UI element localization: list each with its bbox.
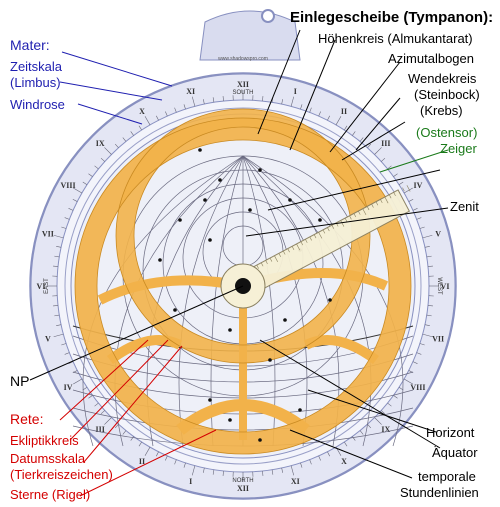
dial-north: NORTH <box>232 478 253 484</box>
roman-numerals: XIIIIIIIIIVVVIVIIVIIIIXXXIXIIIIIIIIIVVVI… <box>37 80 450 493</box>
roman-numeral: IV <box>413 181 422 190</box>
label-temporale: temporale <box>418 469 476 484</box>
roman-numeral: VII <box>42 230 54 239</box>
hanging-ring <box>261 9 275 23</box>
limbus-ticks <box>47 90 439 482</box>
roman-numeral: XII <box>237 484 249 493</box>
label-steinbock: (Steinbock) <box>414 87 480 102</box>
star-dot <box>218 178 222 182</box>
label-tierkreiszeichen: (Tierkreiszeichen) <box>10 467 113 482</box>
roman-numeral: XI <box>291 477 300 486</box>
label-stundenlinien: Stundenlinien <box>400 485 479 500</box>
star-dot <box>288 198 292 202</box>
roman-numeral: VIII <box>410 383 425 392</box>
azimuth-arc <box>178 155 244 447</box>
dial-east: EAST <box>44 278 50 294</box>
roman-numeral: IV <box>64 383 73 392</box>
label-zenit: Zenit <box>450 199 479 214</box>
azimuth-arc <box>242 155 308 447</box>
roman-numeral: III <box>95 425 104 434</box>
star-dot <box>228 328 232 332</box>
star-dot <box>248 208 252 212</box>
label-wendekreis: Wendekreis <box>408 71 477 86</box>
roman-numeral: I <box>294 87 297 96</box>
star-dot <box>178 218 182 222</box>
title-einlegescheibe: Einlegescheibe (Tympanon): <box>290 9 494 26</box>
dial-watermark: www.shadowspro.com <box>218 56 268 62</box>
label-aequator: Äquator <box>432 445 478 460</box>
roman-numeral: V <box>45 334 51 343</box>
roman-numeral: VI <box>37 282 46 291</box>
star-dot <box>298 408 302 412</box>
star-dot <box>258 168 262 172</box>
star-dot <box>208 398 212 402</box>
label-zeiger: Zeiger <box>440 141 477 156</box>
mater-throne <box>199 10 301 61</box>
label-datumsskala: Datumsskala <box>10 451 86 466</box>
star-dot <box>268 358 272 362</box>
label-limbus: (Limbus) <box>10 75 61 90</box>
label-sterne: Sterne (Rigel) <box>10 487 91 502</box>
leader-lines-black <box>29 29 449 479</box>
label-krebs: (Krebs) <box>420 103 463 118</box>
windrose-ring <box>64 107 422 465</box>
roman-numeral: IX <box>96 139 105 148</box>
star-dot <box>208 238 212 242</box>
roman-numeral: X <box>341 457 347 466</box>
label-ekliptikkreis: Ekliptikkreis <box>10 433 79 448</box>
roman-numeral: VIII <box>61 181 76 190</box>
roman-numeral: XI <box>186 87 195 96</box>
star-dot <box>198 148 202 152</box>
roman-numeral: III <box>381 139 390 148</box>
label-rete: Rete: <box>10 411 44 427</box>
star-dot <box>173 308 177 312</box>
dial-south: SOUTH <box>233 90 254 96</box>
label-horizont: Horizont <box>426 425 475 440</box>
roman-numeral: IX <box>381 425 390 434</box>
star-dot <box>318 218 322 222</box>
star-dot <box>258 438 262 442</box>
roman-numeral: V <box>435 230 441 239</box>
star-dot <box>228 418 232 422</box>
star-dot <box>328 298 332 302</box>
star-dot <box>158 258 162 262</box>
leader-line-green <box>379 149 449 173</box>
roman-numeral: VII <box>432 334 444 343</box>
label-np: NP <box>10 373 30 389</box>
azimuth-arc <box>242 155 404 447</box>
label-azimutalbogen: Azimutalbogen <box>388 51 474 66</box>
label-ostensor: (Ostensor) <box>416 125 478 140</box>
rete-outer-ring <box>75 118 411 454</box>
roman-numeral: I <box>189 477 192 486</box>
rete-cusp-lower <box>176 399 310 435</box>
roman-numeral: II <box>341 107 347 116</box>
star-dot <box>203 198 207 202</box>
roman-numeral: X <box>139 107 145 116</box>
star-dot <box>283 318 287 322</box>
leader-lines-red <box>59 339 217 497</box>
label-zeitskala: Zeitskala <box>10 59 63 74</box>
label-mater: Mater: <box>10 37 50 53</box>
label-hoehenkreis: Höhenkreis (Almukantarat) <box>318 31 473 46</box>
label-windrose: Windrose <box>10 97 65 112</box>
roman-numeral: XII <box>237 80 249 89</box>
roman-numeral: VI <box>441 282 450 291</box>
dial-west: WEST <box>436 277 442 295</box>
leader-lines-blue <box>59 51 173 125</box>
roman-numeral: II <box>139 457 145 466</box>
